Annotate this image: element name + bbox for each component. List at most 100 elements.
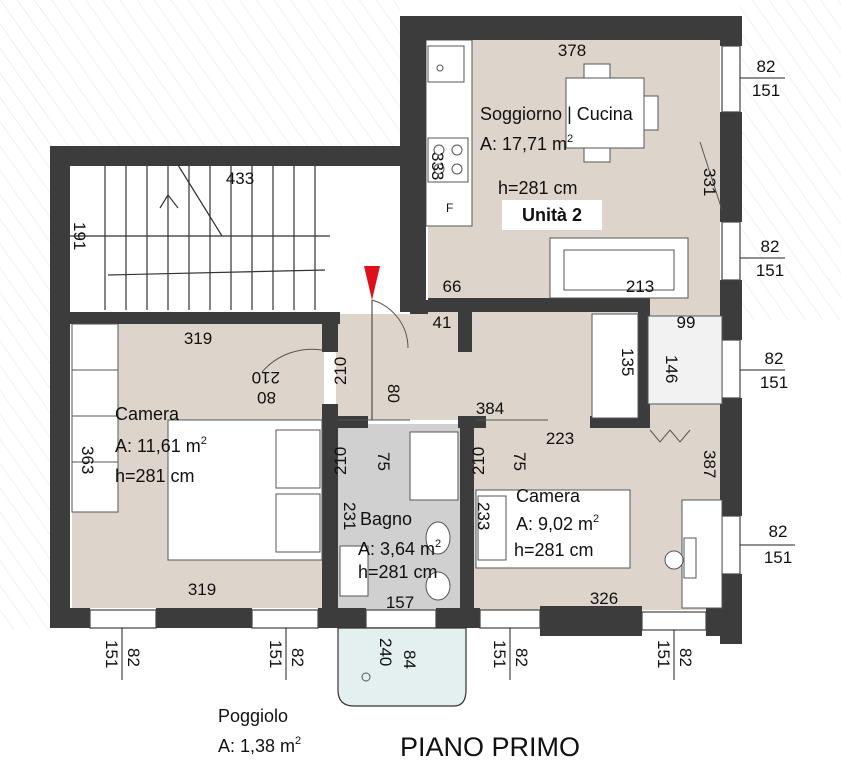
window-living-2	[721, 221, 741, 281]
staircase	[70, 164, 330, 310]
dim-210-cam: 210	[469, 447, 488, 475]
room-height-living: h=281 cm	[498, 178, 578, 198]
dim-319-top: 319	[184, 329, 212, 348]
closet-door-icon	[649, 429, 691, 443]
faucet-icon	[436, 64, 444, 72]
window-bagno	[365, 609, 437, 629]
dim-41: 41	[433, 313, 452, 332]
win-b1-b: 82	[124, 648, 143, 667]
room-name-camera-right: Camera	[516, 486, 581, 506]
win-1-top: 82	[757, 57, 776, 76]
pillow	[275, 493, 321, 553]
win-4-bot: 151	[764, 548, 792, 567]
hall-wardrobe	[591, 313, 639, 419]
fridge-label: F	[446, 201, 453, 215]
dim-191: 191	[70, 222, 89, 250]
win-b3-b: 82	[512, 648, 531, 667]
win-b4-a: 151	[654, 640, 673, 668]
dim-80-hall: 80	[384, 384, 403, 403]
win-b4-b: 82	[676, 648, 695, 667]
room-area-poggiolo: A: 1,38 m2	[218, 735, 301, 756]
exterior-hatch-right	[740, 0, 841, 320]
burner-icon	[451, 144, 463, 156]
dim-231: 231	[340, 502, 359, 530]
window-camera-left-1	[89, 609, 157, 629]
room-name-camera-left: Camera	[115, 404, 180, 424]
cooktop	[427, 137, 469, 183]
burner-icon	[433, 144, 445, 156]
door-swing-camera-left	[261, 348, 323, 373]
windows	[89, 45, 741, 631]
dim-333: 333	[428, 152, 447, 180]
burner-icon	[451, 163, 463, 175]
win-3-bot: 151	[760, 373, 788, 392]
window-camera-right-bottom-2	[641, 611, 707, 631]
dim-240: 240	[376, 638, 395, 666]
dimension-labels: 378 331 333 213 66 41 433 191 319 319 21…	[70, 41, 719, 669]
window-living-1	[721, 45, 741, 113]
desk	[681, 499, 723, 609]
window-dimension-labels: 82 151 82 151 82 151 82 151 151 82 151 8…	[102, 57, 792, 668]
unit-label: Unità 2	[522, 205, 582, 225]
dim-433: 433	[226, 169, 254, 188]
window-camera-right	[721, 515, 741, 575]
room-name-poggiolo: Poggiolo	[218, 706, 288, 726]
dim-146: 146	[662, 355, 681, 383]
room-height-camera-right: h=281 cm	[514, 540, 594, 560]
win-2-top: 82	[761, 237, 780, 256]
window-closet	[721, 339, 741, 399]
walk-in-closet	[647, 315, 723, 405]
dim-84: 84	[400, 650, 419, 669]
chair	[583, 147, 611, 163]
shower	[409, 431, 459, 501]
window-camera-right-bottom	[479, 609, 541, 629]
dim-223: 223	[546, 429, 574, 448]
pillow	[275, 429, 321, 489]
dimension-lines	[121, 77, 795, 680]
room-labels: Soggiorno | Cucina A: 17,71 m2 h=281 cm …	[115, 104, 634, 762]
dim-233: 233	[474, 502, 493, 530]
win-3-top: 82	[765, 349, 784, 368]
plan-title: PIANO PRIMO	[400, 732, 580, 762]
dim-378: 378	[558, 41, 586, 60]
room-area-bagno: A: 3,64 m2	[358, 538, 441, 559]
win-4-top: 82	[769, 522, 788, 541]
win-b3-a: 151	[490, 640, 509, 668]
win-b1-a: 151	[102, 640, 121, 668]
door-swings	[261, 141, 723, 443]
dim-80-door: 80	[257, 388, 276, 407]
room-height-camera-left: h=281 cm	[115, 466, 195, 486]
door-living-balcony	[699, 141, 723, 211]
drain-icon	[361, 672, 371, 682]
room-height-bagno: h=281 cm	[358, 562, 438, 582]
dim-326: 326	[590, 589, 618, 608]
dim-210-hall: 210	[331, 357, 350, 385]
dim-387: 387	[700, 450, 719, 478]
furniture	[71, 45, 723, 609]
dim-157: 157	[386, 593, 414, 612]
floor-hall	[336, 300, 642, 420]
dim-363: 363	[78, 446, 97, 474]
burner-icon	[433, 163, 445, 175]
dim-384: 384	[476, 399, 504, 418]
door-swing-hall	[371, 299, 409, 349]
bathroom-sink	[339, 545, 369, 597]
room-area-camera-left: A: 11,61 m2	[115, 435, 207, 456]
walls	[50, 16, 742, 644]
dim-319-bottom: 319	[188, 580, 216, 599]
unit-label-box	[502, 200, 602, 230]
chair	[583, 63, 611, 79]
dim-99: 99	[677, 313, 696, 332]
chair	[643, 95, 659, 131]
exterior-hatch	[0, 0, 400, 150]
entrance-arrow-icon	[364, 266, 380, 300]
toilet	[425, 521, 451, 555]
pillow	[477, 495, 507, 561]
floor-stairs	[68, 164, 412, 314]
room-name-living: Soggiorno | Cucina	[480, 104, 634, 124]
window-camera-left-2	[251, 609, 319, 629]
wardrobe-left	[71, 323, 119, 513]
exterior-hatch-left	[0, 0, 50, 630]
win-b2-b: 82	[288, 648, 307, 667]
